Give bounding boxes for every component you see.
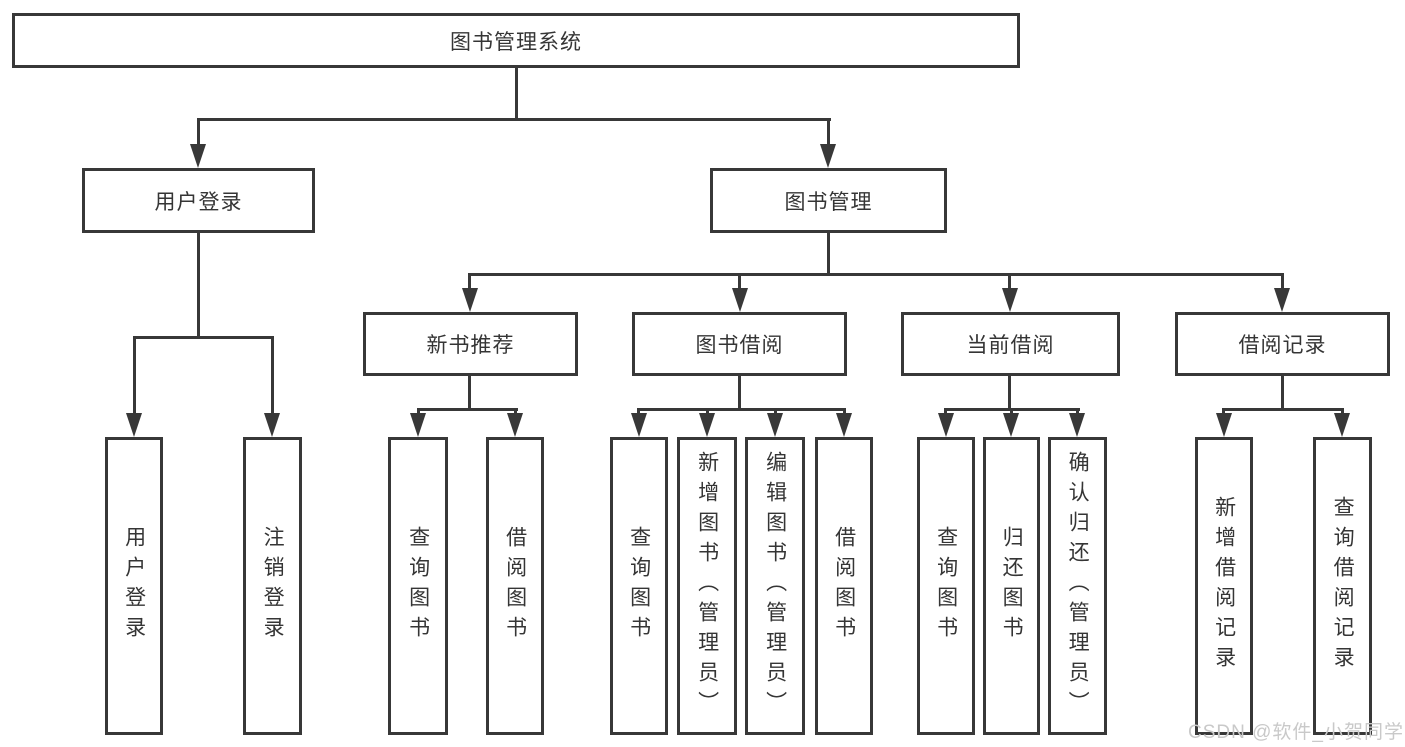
connector-line: [774, 408, 777, 416]
connector-line: [827, 118, 830, 148]
csdn-watermark: CSDN @软件_小贺同学: [1188, 722, 1404, 743]
node-label: 借阅图书: [503, 526, 527, 646]
arrow-down-icon: [190, 144, 206, 168]
node-label: 新增图书（管理员）: [695, 451, 719, 721]
connector-line: [1222, 408, 1344, 411]
connector-line: [827, 233, 830, 273]
connector-line: [1222, 408, 1225, 416]
connector-line: [197, 118, 831, 121]
arrow-down-icon: [462, 288, 478, 312]
node-borrow-record: 借阅记录: [1175, 312, 1390, 376]
leaf-borrow-books: 借阅图书: [815, 437, 873, 735]
leaf-confirm-return-admin: 确认归还（管理员）: [1048, 437, 1107, 735]
connector-line: [514, 408, 517, 416]
leaf-add-borrow-record: 新增借阅记录: [1195, 437, 1253, 735]
connector-line: [738, 376, 741, 408]
connector-line: [944, 408, 947, 416]
connector-line: [417, 408, 518, 411]
leaf-return-books: 归还图书: [983, 437, 1040, 735]
node-label: 用户登录: [122, 526, 146, 646]
leaf-borrow-books-recommend: 借阅图书: [486, 437, 544, 735]
connector-line: [1281, 376, 1284, 408]
node-label: 新增借阅记录: [1212, 496, 1236, 676]
connector-line: [637, 408, 846, 411]
node-label: 注销登录: [261, 526, 285, 646]
connector-line: [738, 273, 741, 291]
arrow-down-icon: [631, 413, 647, 437]
arrow-down-icon: [1069, 413, 1085, 437]
connector-line: [706, 408, 709, 416]
node-label: 图书管理系统: [450, 30, 582, 54]
connector-line: [515, 68, 518, 118]
arrow-down-icon: [938, 413, 954, 437]
connector-line: [1076, 408, 1079, 416]
arrow-down-icon: [126, 413, 142, 437]
connector-line: [1341, 408, 1344, 416]
leaf-add-books-admin: 新增图书（管理员）: [677, 437, 737, 735]
arrow-down-icon: [507, 413, 523, 437]
leaf-query-books-current: 查询图书: [917, 437, 975, 735]
node-new-book-recommend: 新书推荐: [363, 312, 578, 376]
connector-line: [197, 233, 200, 336]
node-label: 编辑图书（管理员）: [763, 451, 787, 721]
leaf-user-login: 用户登录: [105, 437, 163, 735]
connector-line: [1281, 273, 1284, 291]
node-book-management: 图书管理: [710, 168, 947, 233]
node-label: 查询借阅记录: [1331, 496, 1355, 676]
leaf-edit-books-admin: 编辑图书（管理员）: [745, 437, 805, 735]
node-label: 图书管理: [784, 190, 873, 214]
arrow-down-icon: [1003, 413, 1019, 437]
connector-line: [843, 408, 846, 416]
arrow-down-icon: [410, 413, 426, 437]
node-label: 用户登录: [154, 190, 243, 214]
node-label: 确认归还（管理员）: [1066, 451, 1090, 721]
connector-line: [468, 273, 1284, 276]
node-label: 当前借阅: [966, 334, 1055, 357]
arrow-down-icon: [1274, 288, 1290, 312]
node-label: 查询图书: [627, 526, 651, 646]
node-book-borrow: 图书借阅: [632, 312, 847, 376]
arrow-down-icon: [1216, 413, 1232, 437]
node-label: 查询图书: [406, 526, 430, 646]
arrow-down-icon: [1002, 288, 1018, 312]
connector-line: [1008, 273, 1011, 291]
node-current-borrow: 当前借阅: [901, 312, 1120, 376]
node-label: 借阅图书: [832, 526, 856, 646]
node-label: 查询图书: [934, 526, 958, 646]
node-library-system: 图书管理系统: [12, 13, 1020, 68]
arrow-down-icon: [264, 413, 280, 437]
connector-line: [133, 336, 274, 339]
connector-line: [1008, 376, 1011, 408]
connector-line: [468, 273, 471, 291]
leaf-query-borrow-record: 查询借阅记录: [1313, 437, 1372, 735]
connector-line: [468, 376, 471, 408]
connector-line: [637, 408, 640, 416]
connector-line: [1010, 408, 1013, 416]
arrow-down-icon: [1334, 413, 1350, 437]
node-label: 归还图书: [1000, 526, 1024, 646]
leaf-query-books-borrow: 查询图书: [610, 437, 668, 735]
arrow-down-icon: [836, 413, 852, 437]
leaf-logout: 注销登录: [243, 437, 302, 735]
connector-line: [417, 408, 420, 416]
leaf-query-books-recommend: 查询图书: [388, 437, 448, 735]
connector-line: [271, 336, 274, 416]
arrow-down-icon: [767, 413, 783, 437]
node-label: 图书借阅: [695, 334, 784, 357]
connector-line: [197, 118, 200, 148]
arrow-down-icon: [820, 144, 836, 168]
connector-line: [133, 336, 136, 416]
arrow-down-icon: [732, 288, 748, 312]
node-user-login: 用户登录: [82, 168, 315, 233]
node-label: 借阅记录: [1238, 334, 1327, 357]
node-label: 新书推荐: [426, 334, 515, 357]
arrow-down-icon: [699, 413, 715, 437]
